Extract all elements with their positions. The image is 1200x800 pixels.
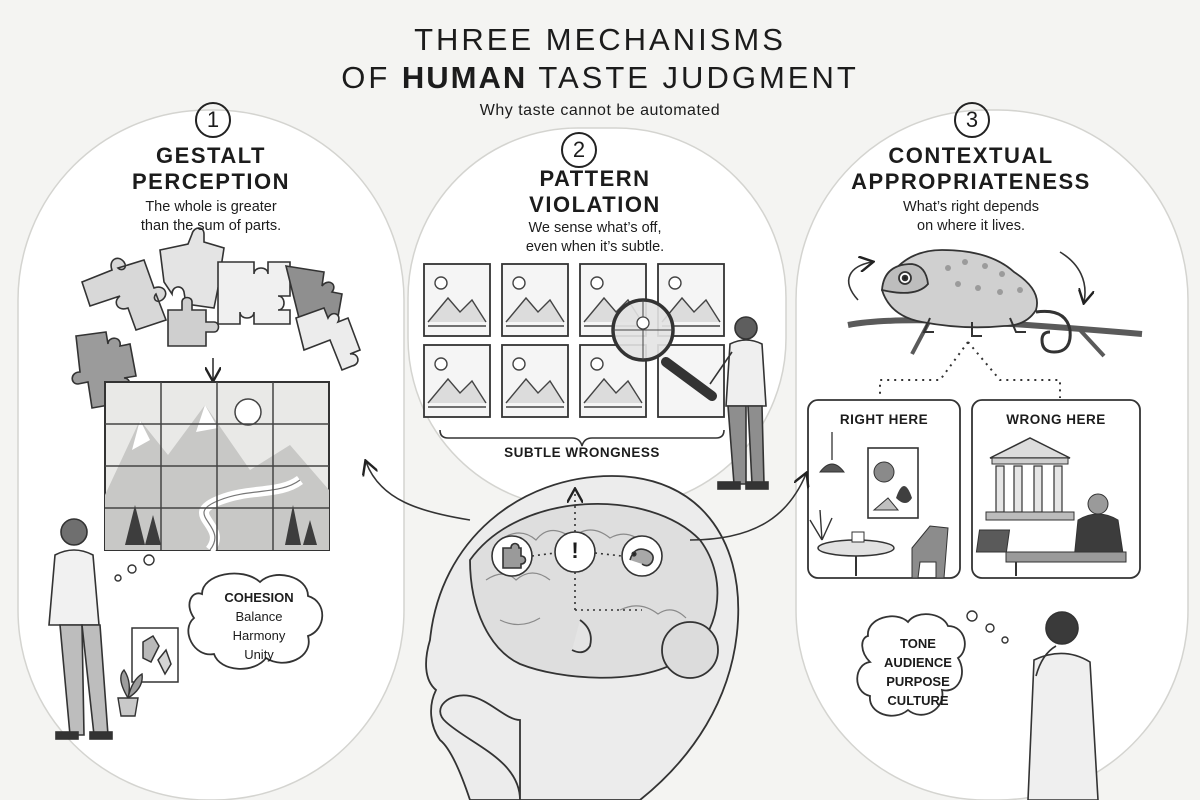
panel-3-number: 3 — [954, 102, 990, 138]
thought-cloud-1 — [187, 572, 324, 670]
image-placeholder-icons — [427, 276, 721, 408]
cloud-1-item-1: COHESION — [224, 590, 294, 605]
chameleon-illustration — [847, 249, 1143, 358]
panel-2-title-line2: VIOLATION — [529, 192, 661, 217]
person-inspector — [709, 316, 769, 490]
panel-3-description: What’s right depends on where it lives. — [840, 198, 1102, 236]
thought-cloud-3 — [856, 613, 966, 717]
panel-1-title-line2: PERCEPTION — [131, 169, 291, 194]
thought-dots-3 — [966, 610, 1009, 644]
plant-icon — [117, 668, 143, 717]
title-prefix: OF — [341, 60, 391, 95]
exclamation-icon: ! — [571, 538, 579, 563]
thought-dots-1 — [114, 554, 155, 582]
cloud-3-item-3: PURPOSE — [886, 674, 950, 689]
panel-3-title: CONTEXTUAL APPROPRIATENESS — [840, 143, 1102, 195]
panel-2-number: 2 — [561, 132, 597, 168]
brain-icons — [491, 490, 663, 611]
magnifier-icon — [611, 298, 717, 401]
puzzle-pieces-icon — [71, 227, 362, 409]
panel-3-title-line2: APPROPRIATENESS — [851, 169, 1091, 194]
cloud-1-item-3: Harmony — [232, 628, 286, 643]
panel-1-description: The whole is greater than the sum of par… — [86, 198, 336, 236]
right-here-label: RIGHT HERE — [839, 412, 929, 427]
cloud-1-item-4: Unity — [244, 647, 274, 662]
right-here-scene — [807, 399, 961, 579]
cloud-3-item-1: TONE — [900, 636, 936, 651]
subtitle: Why taste cannot be automated — [479, 102, 721, 119]
panel-2-title-line1: PATTERN — [539, 166, 651, 191]
title-line-1: THREE MECHANISMS — [414, 22, 786, 57]
panel-2-desc-line1: We sense what’s off, — [528, 220, 662, 236]
panel-1-desc-line2: than the sum of parts. — [140, 218, 282, 234]
arrow-to-panel-1 — [366, 462, 471, 521]
cloud-1-item-2: Balance — [235, 609, 283, 624]
grid-bracket — [439, 429, 725, 447]
person-thinker — [1027, 611, 1099, 800]
panel-1-number: 1 — [195, 102, 231, 138]
wrong-here-scene — [971, 399, 1141, 579]
cloud-3-item-4: CULTURE — [887, 693, 949, 708]
title-suffix: TASTE JUDGMENT — [538, 60, 859, 95]
panel-3-title-line1: CONTEXTUAL — [888, 143, 1054, 168]
wrong-here-label: WRONG HERE — [1006, 412, 1106, 427]
landscape-puzzle — [104, 381, 330, 554]
arrow-to-panel-3 — [689, 474, 806, 541]
person-viewer-1 — [48, 518, 113, 740]
subtle-wrongness-caption: SUBTLE WRONGNESS — [504, 445, 660, 460]
panel-3-desc-line2: on where it lives. — [917, 218, 1025, 234]
panel-1-title: GESTALT PERCEPTION — [86, 143, 336, 195]
title-line-2: OF HUMAN TASTE JUDGMENT — [0, 60, 1200, 96]
head-profile — [425, 475, 740, 800]
wall-art-icon — [131, 627, 179, 683]
panel-3-desc-line1: What’s right depends — [903, 199, 1039, 215]
title-emphasis: HUMAN — [401, 60, 528, 95]
panel-1-desc-line1: The whole is greater — [145, 199, 277, 215]
panel-2-desc-line2: even when it’s subtle. — [525, 239, 665, 255]
panel-1-cloud-text: COHESION Balance Harmony Unity — [216, 588, 302, 664]
panel-2-description: We sense what’s off, even when it’s subt… — [470, 219, 720, 257]
cloud-3-item-2: AUDIENCE — [884, 655, 952, 670]
panel-2-title: PATTERN VIOLATION — [470, 166, 720, 218]
panel-1-title-line1: GESTALT — [156, 143, 266, 168]
panel-3-cloud-text: TONE AUDIENCE PURPOSE CULTURE — [870, 634, 966, 710]
